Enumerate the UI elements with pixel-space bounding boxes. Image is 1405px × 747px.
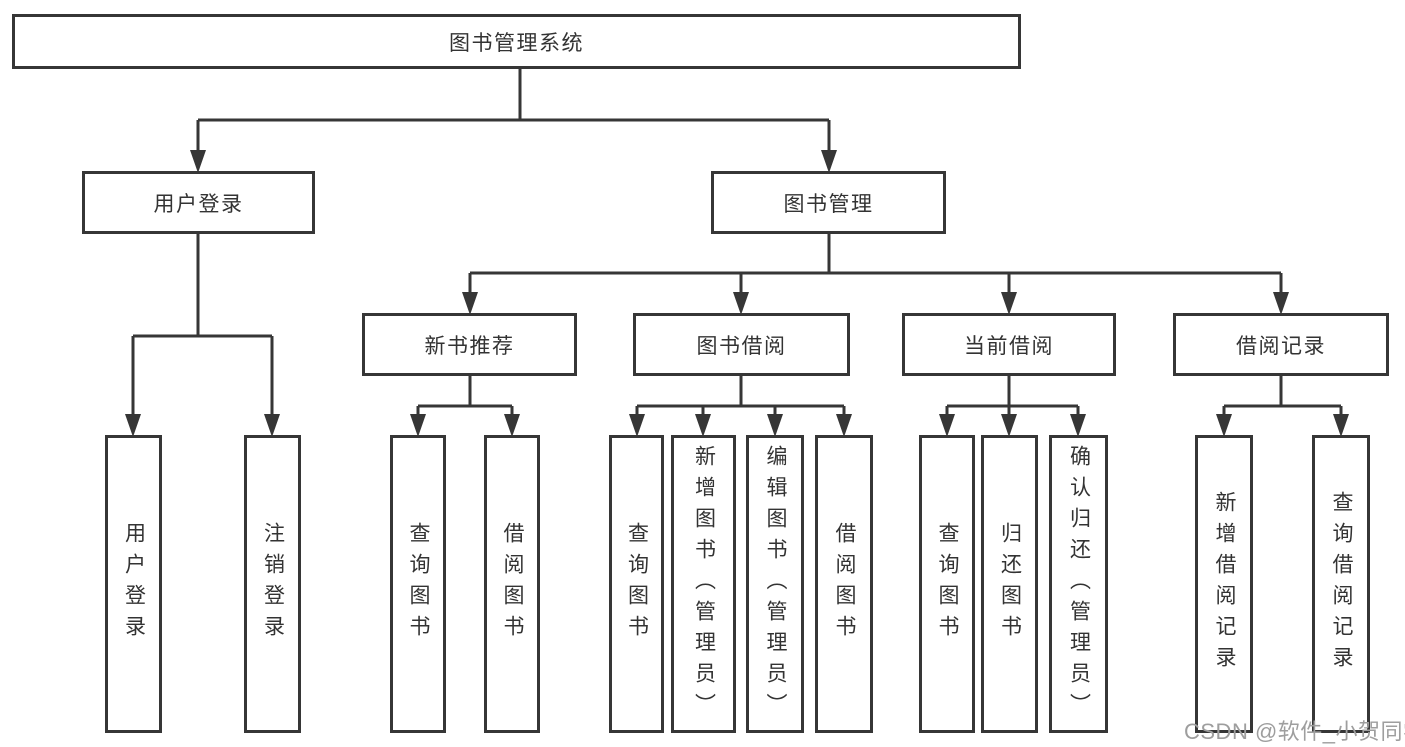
connector-arrowhead xyxy=(504,414,520,437)
node-label: 图书管理系统 xyxy=(449,31,584,55)
connector-arrowhead xyxy=(264,414,280,437)
connector-arrowhead xyxy=(821,150,837,173)
connector-arrowhead xyxy=(695,414,711,437)
node-label: 借阅记录 xyxy=(1236,334,1326,358)
connector-arrowhead xyxy=(462,292,478,315)
connector-arrowhead xyxy=(410,414,426,437)
leaf-add-borrow-record: 新增借阅记录 xyxy=(1195,435,1253,733)
connector-arrowhead xyxy=(836,414,852,437)
node-label: 图书管理 xyxy=(783,192,874,216)
node-label: 新增借阅记录 xyxy=(1213,491,1237,677)
node-label: 编辑图书（管理员） xyxy=(764,444,788,724)
leaf-edit-books-admin: 编辑图书（管理员） xyxy=(746,435,804,733)
node-library-management-system: 图书管理系统 xyxy=(12,14,1021,69)
node-user-login: 用户登录 xyxy=(82,171,315,234)
connector-arrowhead xyxy=(1001,414,1017,437)
connector-arrowhead xyxy=(939,414,955,437)
connector-arrowhead xyxy=(1216,414,1232,437)
connector-arrowhead xyxy=(767,414,783,437)
connector-arrowhead xyxy=(190,150,206,173)
node-book-borrowing: 图书借阅 xyxy=(633,313,850,376)
connector-arrowhead xyxy=(733,292,749,315)
node-label: 用户登录 xyxy=(122,522,146,646)
node-label: 用户登录 xyxy=(153,192,244,216)
node-label: 借阅图书 xyxy=(833,522,857,646)
leaf-query-books-current: 查询图书 xyxy=(919,435,975,733)
node-current-borrowing: 当前借阅 xyxy=(902,313,1116,376)
leaf-query-books-recommend: 查询图书 xyxy=(390,435,446,733)
leaf-borrow-books: 借阅图书 xyxy=(815,435,873,733)
connector-arrowhead xyxy=(1273,292,1289,315)
node-label: 确认归还（管理员） xyxy=(1067,444,1091,724)
node-label: 当前借阅 xyxy=(964,334,1054,358)
node-label: 查询图书 xyxy=(936,522,960,646)
node-label: 归还图书 xyxy=(998,522,1022,646)
watermark: CSDN @软件_小贺同学 xyxy=(1184,719,1405,744)
connector-arrowhead xyxy=(1070,414,1086,437)
leaf-query-books-borrow: 查询图书 xyxy=(609,435,664,733)
leaf-logout-login: 注销登录 xyxy=(244,435,301,733)
connector-arrowhead xyxy=(1001,292,1017,315)
node-label: 查询借阅记录 xyxy=(1330,491,1354,677)
leaf-borrow-books-recommend: 借阅图书 xyxy=(484,435,540,733)
node-borrowing-records: 借阅记录 xyxy=(1173,313,1389,376)
node-label: 新书推荐 xyxy=(424,334,515,358)
leaf-user-login: 用户登录 xyxy=(105,435,162,733)
node-new-book-recommendation: 新书推荐 xyxy=(362,313,577,376)
node-book-management: 图书管理 xyxy=(711,171,946,234)
node-label: 查询图书 xyxy=(625,522,649,646)
connector-arrowhead xyxy=(629,414,645,437)
connector-arrowhead xyxy=(1333,414,1349,437)
leaf-return-books: 归还图书 xyxy=(981,435,1038,733)
leaf-query-borrow-record: 查询借阅记录 xyxy=(1312,435,1370,733)
node-label: 图书借阅 xyxy=(696,334,787,358)
connector-arrowhead xyxy=(125,414,141,437)
leaf-add-books-admin: 新增图书（管理员） xyxy=(671,435,736,733)
leaf-confirm-return-admin: 确认归还（管理员） xyxy=(1049,435,1108,733)
node-label: 注销登录 xyxy=(261,522,285,646)
node-label: 借阅图书 xyxy=(501,522,525,646)
node-label: 新增图书（管理员） xyxy=(692,444,716,724)
node-label: 查询图书 xyxy=(407,522,431,646)
